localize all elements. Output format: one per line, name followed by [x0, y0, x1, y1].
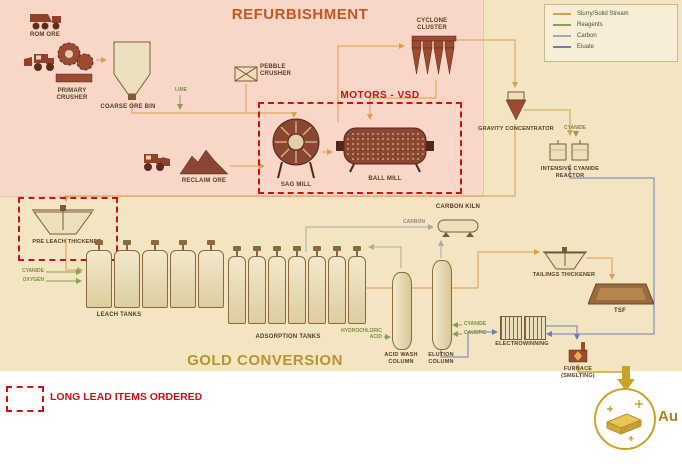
hydrochloric-acid-label: HYDROCHLORIC ACID	[341, 328, 382, 341]
pebble-crusher-icon	[234, 64, 258, 84]
legend-item-carbon: Carbon	[545, 30, 677, 41]
reagents-line-swatch	[553, 23, 571, 26]
primary-crusher-label: PRIMARY CRUSHER	[56, 88, 88, 102]
legend-label: Eluate	[577, 43, 595, 50]
gold-arrow	[577, 364, 635, 391]
intensive-cyanide-reactor-label: INTENSIVE CYANIDE REACTOR	[540, 166, 600, 179]
rom-ore-label: ROM ORE	[29, 32, 61, 38]
electrowinning-cells-icon	[500, 316, 522, 340]
au-symbol: Au	[658, 408, 678, 425]
leach-tanks-label: LEACH TANKS	[96, 312, 142, 318]
acid-wash-column-label: ACID WASH COLUMN	[384, 352, 418, 365]
adsorption-tank	[248, 256, 266, 324]
tailings-thickener-label: TAILINGS THICKENER	[532, 272, 596, 278]
carbon-line-swatch	[553, 34, 571, 37]
adsorption-tank	[268, 256, 286, 324]
adsorption-tank	[308, 256, 326, 324]
long-lead-items-label: LONG LEAD ITEMS ORDERED	[50, 391, 203, 403]
intensive-cyanide-reactor-icon	[548, 138, 590, 164]
legend-item-reagents: Reagents	[545, 19, 677, 30]
legend-item-slurry: Slurry/Solid Stream	[545, 8, 677, 19]
sag-mill-label: SAG MILL	[280, 182, 312, 188]
gold-bar-icon	[606, 400, 643, 441]
lime-label: LIME	[175, 87, 187, 93]
adsorption-tank	[288, 256, 306, 324]
adsorption-tanks-label: ADSORPTION TANKS	[255, 334, 321, 340]
oxygen-label: OXYGEN	[22, 277, 44, 283]
cyanide-elution-label: CYANIDE	[464, 321, 487, 327]
carbon-stream-label: CARBON	[403, 219, 425, 225]
furnace-label: FURNACE (SMELTING)	[561, 366, 595, 379]
pre-leach-thickener-label: PRE LEACH THICKENER	[32, 239, 102, 245]
pre-leach-highlight-box	[18, 197, 118, 261]
electrowinning-label: ELECTROWINNING	[495, 341, 549, 347]
legend-label: Carbon	[577, 32, 597, 39]
wheel-loader-icon	[22, 46, 62, 72]
adsorption-tank	[328, 256, 346, 324]
adsorption-tank	[228, 256, 246, 324]
elution-column-icon	[432, 260, 452, 350]
adsorption-tank	[348, 256, 366, 324]
elution-column-label: ELUTION COLUMN	[428, 352, 454, 365]
au-circle	[594, 388, 656, 450]
primary-crusher-icon	[52, 38, 96, 86]
legend-box: Slurry/Solid Stream Reagents Carbon Elua…	[544, 4, 678, 62]
rom-truck-icon	[26, 6, 66, 32]
leach-tank	[142, 250, 168, 308]
leach-tank	[170, 250, 196, 308]
legend-label: Reagents	[577, 21, 603, 28]
legend-item-eluate: Eluate	[545, 41, 677, 52]
pebble-crusher-label: PEBBLE CRUSHER	[260, 64, 292, 78]
tsf-label: TSF	[614, 308, 626, 314]
sag-mill-icon	[270, 108, 322, 180]
carbon-kiln-icon	[436, 214, 480, 238]
eluate-lines	[440, 164, 655, 358]
cyanide-icr-label: CYANIDE	[563, 125, 587, 131]
pre-leach-thickener-icon	[30, 204, 96, 238]
refurbishment-title: REFURBISHMENT	[231, 6, 369, 23]
coarse-ore-bin-label: COARSE ORE BIN	[100, 104, 156, 110]
electrowinning-cells-icon	[524, 316, 546, 340]
tailings-thickener-icon	[542, 246, 588, 272]
coarse-ore-bin-icon	[110, 40, 154, 102]
wheel-loader-icon	[132, 146, 172, 172]
caustic-label: CAUSTIC	[464, 330, 487, 336]
slurry-line-swatch	[553, 12, 571, 15]
legend-label: Slurry/Solid Stream	[577, 10, 629, 17]
tsf-pond-icon	[588, 282, 654, 306]
furnace-icon	[566, 342, 590, 364]
acid-wash-column-icon	[392, 272, 412, 350]
motors-vsd-highlight-box	[258, 102, 462, 194]
leach-tank	[86, 250, 112, 308]
cyanide-leach-label: CYANIDE	[21, 268, 44, 274]
leach-tank	[198, 250, 224, 308]
carbon-lines	[305, 224, 444, 268]
cyclone-cluster-icon	[410, 34, 458, 78]
reagent-lines	[46, 95, 579, 340]
carbon-kiln-label: CARBON KILN	[435, 204, 481, 210]
eluate-line-swatch	[553, 45, 571, 48]
long-lead-highlight-box	[6, 386, 44, 412]
gravity-concentrator-icon	[502, 90, 530, 124]
leach-tank	[114, 250, 140, 308]
cyclone-cluster-label: CYCLONE CLUSTER	[416, 18, 448, 32]
ball-mill-label: BALL MILL	[368, 176, 402, 182]
gold-conversion-title: GOLD CONVERSION	[187, 352, 343, 369]
ball-mill-icon	[336, 122, 434, 174]
motors-vsd-title: MOTORS - VSD	[340, 90, 420, 101]
reclaim-ore-label: RECLAIM ORE	[181, 178, 227, 184]
gravity-concentrator-label: GRAVITY CONCENTRATOR	[478, 126, 554, 132]
reclaim-ore-pile-icon	[180, 146, 228, 176]
